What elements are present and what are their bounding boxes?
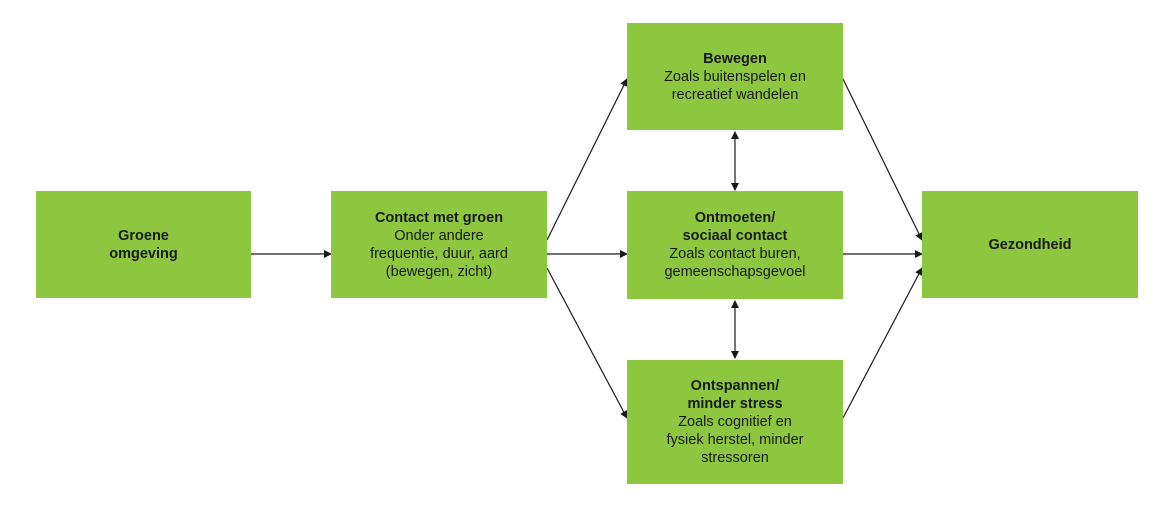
node-ontmoeten-subtitle: Zoals contact buren, gemeenschapsgevoel xyxy=(664,246,806,280)
node-contact-met-groen: Contact met groen Onder andere frequenti… xyxy=(331,191,547,298)
arrow-ontspannen-to-gezondheid xyxy=(842,267,923,419)
node-groene-omgeving: Groene omgeving xyxy=(36,191,251,298)
node-contact-met-groen-subtitle: Onder andere frequentie, duur, aard (bew… xyxy=(370,227,508,280)
node-ontmoeten-title: Ontmoeten/ sociaal contact xyxy=(682,210,788,244)
node-ontspannen-title: Ontspannen/ minder stress xyxy=(687,378,783,412)
node-gezondheid-title: Gezondheid xyxy=(988,236,1072,253)
node-bewegen-title: Bewegen xyxy=(703,50,767,67)
node-ontspannen: Ontspannen/ minder stress Zoals cognitie… xyxy=(627,360,843,484)
node-groene-omgeving-title: Groene omgeving xyxy=(109,227,178,262)
node-bewegen-subtitle: Zoals buitenspelen en recreatief wandele… xyxy=(664,68,806,103)
arrow-contact-to-ontspannen xyxy=(546,267,628,419)
node-gezondheid: Gezondheid xyxy=(922,191,1138,298)
arrow-contact-to-bewegen xyxy=(546,78,628,241)
node-bewegen: Bewegen Zoals buitenspelen en recreatief… xyxy=(627,23,843,130)
node-contact-met-groen-title: Contact met groen xyxy=(374,209,504,226)
node-ontmoeten: Ontmoeten/ sociaal contact Zoals contact… xyxy=(627,191,843,299)
node-ontspannen-subtitle: Zoals cognitief en fysiek herstel, minde… xyxy=(666,414,804,466)
arrow-bewegen-to-gezondheid xyxy=(842,78,923,241)
